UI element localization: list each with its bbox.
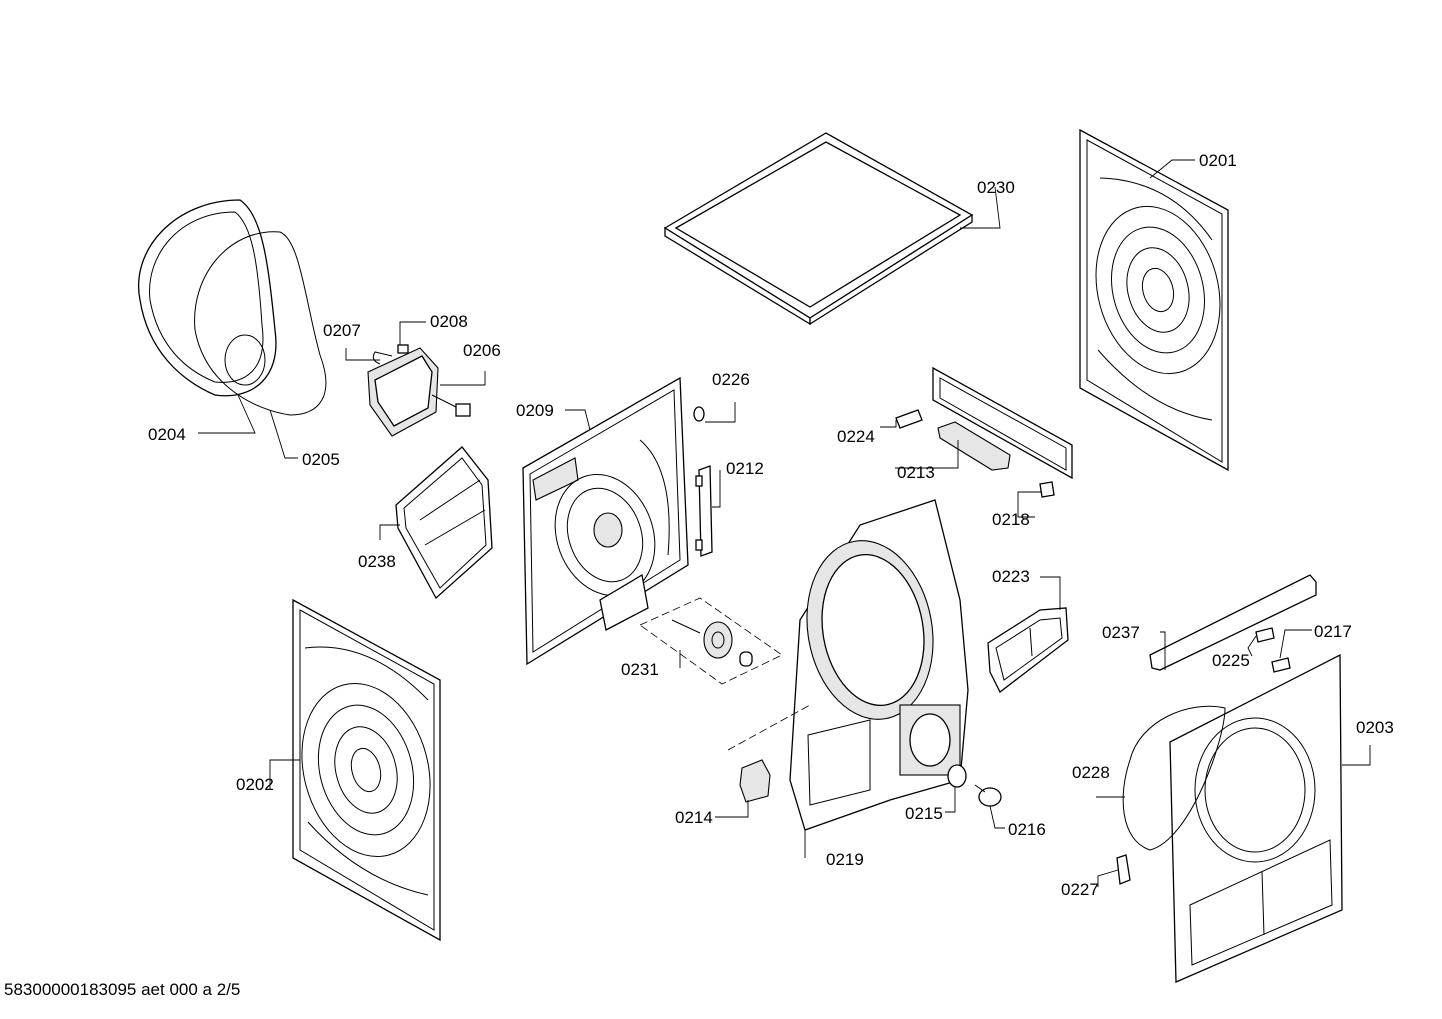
label-0228: 0228 [1072, 763, 1110, 782]
part-hook [1271, 657, 1291, 673]
part-connector [895, 409, 923, 429]
label-0201: 0201 [1199, 151, 1237, 170]
part-front-rail [1149, 574, 1317, 671]
part-air-duct [395, 446, 493, 600]
label-0219: 0219 [826, 850, 864, 869]
label-0218: 0218 [992, 510, 1030, 529]
label-0207: 0207 [323, 321, 361, 340]
part-front-panel [1169, 653, 1343, 983]
part-hinge-bar [695, 465, 713, 557]
label-0206: 0206 [463, 341, 501, 360]
part-pump [739, 759, 771, 803]
label-0202: 0202 [236, 775, 274, 794]
label-0214: 0214 [675, 808, 713, 827]
label-0217: 0217 [1314, 622, 1352, 641]
part-rear-drum-shield [138, 199, 277, 397]
label-0230: 0230 [977, 178, 1015, 197]
label-0223: 0223 [992, 567, 1030, 586]
part-door-seal [1122, 705, 1226, 851]
part-sensor-housing [367, 344, 471, 437]
part-small-bracket [1116, 854, 1131, 885]
label-0225: 0225 [1212, 651, 1250, 670]
label-0238: 0238 [358, 552, 396, 571]
part-latch [1255, 627, 1275, 643]
part-control-panel [932, 366, 1073, 480]
label-0226: 0226 [712, 370, 750, 389]
leader-lines [198, 159, 1371, 887]
part-side-panel-left [292, 598, 441, 942]
label-0227: 0227 [1061, 880, 1099, 899]
part-filter [987, 607, 1069, 693]
label-0215: 0215 [905, 804, 943, 823]
label-0213: 0213 [897, 463, 935, 482]
part-fan-wheel-set [639, 597, 783, 685]
part-button-strip [937, 421, 1011, 471]
label-0212: 0212 [726, 459, 764, 478]
part-rear-wall [522, 376, 689, 666]
part-side-panel-right [1079, 128, 1229, 472]
part-base-frame [727, 499, 969, 831]
label-0231: 0231 [621, 660, 659, 679]
part-number-labels: 0201 0202 0203 0204 0205 0206 0207 0208 … [148, 151, 1394, 899]
label-0209: 0209 [516, 401, 554, 420]
part-drum-seal [194, 231, 327, 416]
part-cap [947, 764, 967, 788]
label-0224: 0224 [837, 427, 875, 446]
document-id: 58300000183095 aet 000 a 2/5 [4, 980, 241, 999]
label-0208: 0208 [430, 312, 468, 331]
part-top-cover [663, 132, 974, 326]
label-0203: 0203 [1356, 718, 1394, 737]
label-0216: 0216 [1008, 820, 1046, 839]
label-0237: 0237 [1102, 623, 1140, 642]
part-plug [974, 784, 1002, 807]
label-0205: 0205 [302, 450, 340, 469]
part-bracket [1039, 481, 1055, 498]
label-0204: 0204 [148, 425, 186, 444]
part-clip [693, 406, 705, 422]
